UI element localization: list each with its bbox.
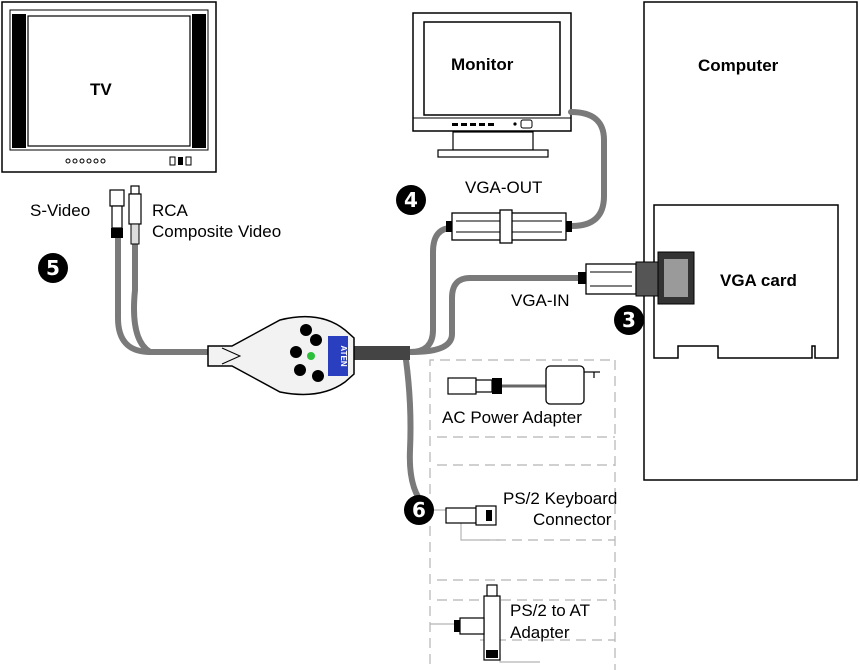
ac-power-adapter-label: AC Power Adapter xyxy=(442,408,582,427)
tv-label: TV xyxy=(90,80,112,99)
tv-converter-device: ATEN xyxy=(207,315,355,396)
vga-out-connector xyxy=(446,209,572,244)
step-3-badge: 3 xyxy=(614,305,644,335)
ps2-to-at-label-line1: PS/2 to AT xyxy=(510,601,591,620)
computer-case xyxy=(643,1,858,481)
ps2-to-at-label-line2: Adapter xyxy=(510,623,570,642)
ps2-keyboard-label-line2: Connector xyxy=(533,510,612,529)
rca-label: RCA xyxy=(152,201,188,220)
vga-in-connector xyxy=(578,263,637,295)
vga-in-label: VGA-IN xyxy=(511,291,570,310)
accessory-guides xyxy=(429,359,616,670)
status-led-icon xyxy=(307,352,315,360)
tv-control-buttons xyxy=(65,156,192,166)
device-brand-label: ATEN xyxy=(339,345,348,366)
computer-label: Computer xyxy=(698,56,779,75)
rca-plug xyxy=(128,185,142,245)
step-5-badge: 5 xyxy=(38,253,68,283)
vga-out-label: VGA-OUT xyxy=(465,178,543,197)
monitor-buttons xyxy=(452,119,533,129)
ac-power-adapter-icon xyxy=(447,365,600,405)
ps2-to-at-adapter-icon xyxy=(454,584,501,661)
s-video-label: S-Video xyxy=(30,201,91,220)
composite-video-label: Composite Video xyxy=(152,222,282,241)
trunk-cable xyxy=(350,346,410,360)
ps2-keyboard-connector-icon xyxy=(445,505,497,526)
tv-set xyxy=(1,1,217,173)
vga-card-label: VGA card xyxy=(720,271,797,290)
s-video-plug xyxy=(109,189,125,238)
monitor xyxy=(412,12,572,158)
step-4-badge: 4 xyxy=(396,185,426,215)
ps2-keyboard-label-line1: PS/2 Keyboard xyxy=(503,489,618,508)
monitor-label: Monitor xyxy=(451,55,514,74)
step-6-badge: 6 xyxy=(404,495,434,525)
vga-card-port xyxy=(635,251,695,305)
